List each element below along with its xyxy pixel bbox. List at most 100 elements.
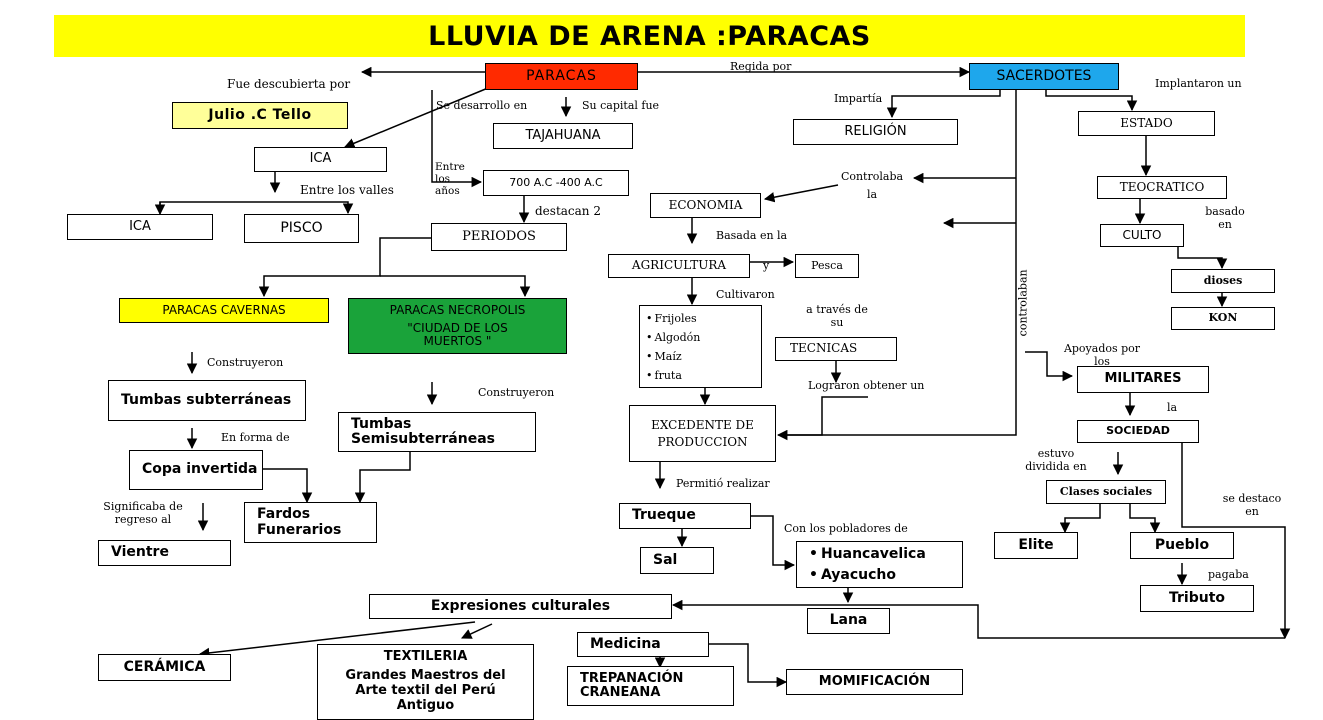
necropolis-line-2: "CIUDAD DE LOS MUERTOS " [407, 320, 508, 349]
cultivo-item: Maíz [646, 347, 700, 366]
node-dioses: dioses [1171, 269, 1275, 293]
label-capital: Su capital fue [582, 99, 660, 112]
cultivo-item: fruta [646, 366, 700, 385]
node-anos: 700 A.C -400 A.C [483, 170, 629, 196]
textileria-title: TEXTILERIA [383, 649, 468, 665]
node-tumbas-semi: Tumbas Semisubterráneas [338, 412, 536, 452]
edge-sac-controlaban [776, 89, 1017, 441]
label-controlaban: controlaban [1016, 269, 1030, 337]
edge-controlaba [763, 184, 839, 203]
edge-paracas-ica [344, 87, 489, 149]
label-la-sociedad: la [1167, 401, 1178, 414]
node-pisco: PISCO [244, 214, 359, 243]
edge-periodos-split [258, 237, 432, 298]
node-trepanacion: TREPANACIÓN CRANEANA [567, 666, 734, 706]
node-medicina: Medicina [577, 632, 709, 657]
node-economia: ECONOMIA [650, 193, 761, 218]
edge-soc-expresiones [1181, 442, 1291, 640]
label-controlaba: Controlaba la [840, 170, 904, 201]
label-basada-en: Basada en la [716, 229, 788, 242]
edge-culto-dioses [1177, 246, 1228, 270]
node-textileria: TEXTILERIA Grandes Maestros del Arte tex… [317, 644, 534, 720]
label-apoyados: Apoyados por los [1063, 342, 1141, 368]
node-ica-valley: ICA [67, 214, 213, 240]
poblador-item: Huancavelica [809, 544, 926, 565]
node-momificacion: MOMIFICACIÓN [786, 669, 963, 695]
node-pobladores: Huancavelica Ayacucho [796, 541, 963, 588]
label-con-pobladores: Con los pobladores de [784, 522, 908, 535]
pobladores-list: Huancavelica Ayacucho [797, 544, 926, 586]
textileria-body: Grandes Maestros del Arte textil del Per… [345, 668, 506, 713]
label-construyeron-2: Construyeron [478, 386, 555, 399]
node-teocratico: TEOCRATICO [1097, 176, 1227, 199]
label-fue-descubierta: Fue descubierta por [227, 77, 351, 91]
label-permitio: Permitió realizar [676, 477, 770, 490]
edge-sac-estado [1045, 89, 1138, 112]
label-entre-valles: Entre los valles [300, 183, 394, 197]
edge-ica-split [159, 201, 354, 215]
node-periodos: PERIODOS [431, 223, 567, 251]
node-fardos: Fardos Funerarios [244, 502, 377, 543]
edge-exp-ceramica [198, 621, 476, 659]
label-se-destaco: se destaco en [1222, 492, 1282, 518]
node-julio-tello: Julio .C Tello [172, 102, 348, 129]
diagram-title: LLUVIA DE ARENA :PARACAS [428, 20, 871, 52]
node-copa: Copa invertida [129, 450, 263, 490]
label-a-traves: a través de su [806, 303, 868, 329]
cultivo-item: Frijoles [646, 309, 700, 328]
edge-sac-religion [886, 89, 1001, 119]
edge-clases-pueblo [1129, 503, 1161, 534]
node-clases: Clases sociales [1046, 480, 1166, 504]
node-religion: RELIGIÓN [793, 119, 958, 145]
node-tajahuana: TAJAHUANA [493, 123, 633, 149]
node-expresiones: Expresiones culturales [369, 594, 672, 619]
edge-exp-textil [461, 623, 493, 639]
label-y: y [763, 259, 770, 272]
node-militares: MILITARES [1077, 366, 1209, 393]
node-pueblo: Pueblo [1130, 532, 1234, 559]
title-banner: LLUVIA DE ARENA :PARACAS [54, 15, 1245, 57]
label-entre-anos: Entre los años [435, 161, 465, 198]
label-lograron: Lograron obtener un [808, 379, 925, 392]
label-cultivaron: Cultivaron [716, 288, 775, 301]
edge-semi-fardos [354, 451, 411, 504]
edge-militares [1025, 351, 1074, 382]
necropolis-line-1: PARACAS NECROPOLIS [389, 302, 526, 317]
label-implantaron: Implantaron un [1155, 77, 1242, 90]
label-regida-por: Regida por [730, 60, 792, 73]
node-pesca: Pesca [795, 254, 859, 278]
node-culto: CULTO [1100, 224, 1184, 247]
label-significaba: Significaba de regreso al [103, 500, 183, 526]
edge-paracas-anos [431, 90, 483, 188]
label-impartia: Impartía [834, 92, 883, 105]
node-tecnicas: TECNICAS [775, 337, 897, 361]
node-estado: ESTADO [1078, 111, 1215, 136]
node-vientre: Vientre [98, 540, 231, 566]
label-destacan: destacan 2 [535, 204, 601, 218]
node-ceramica: CERÁMICA [98, 654, 231, 681]
node-paracas: PARACAS [485, 63, 638, 90]
node-lana: Lana [807, 608, 890, 634]
edge-to-expresiones [671, 599, 1285, 639]
node-cultivos: Frijoles Algodón Maíz fruta [639, 305, 762, 388]
node-excedente: EXCEDENTE DE PRODUCCION [629, 405, 776, 462]
edge-periodos-necro [380, 275, 531, 298]
edge-copa-fardos [262, 468, 313, 504]
edge-trueque-pobl [750, 515, 796, 571]
cultivos-list: Frijoles Algodón Maíz fruta [640, 309, 701, 385]
node-sociedad: SOCIEDAD [1077, 420, 1199, 443]
label-pagaba: pagaba [1208, 568, 1249, 581]
edge-med-momi [708, 643, 788, 688]
label-se-desarrollo: Se desarrollo en [436, 99, 528, 112]
edge-logro [780, 396, 868, 436]
node-agricultura: AGRICULTURA [608, 254, 750, 278]
cultivo-item: Algodón [646, 328, 701, 347]
node-elite: Elite [994, 532, 1078, 559]
node-cavernas: PARACAS CAVERNAS [119, 298, 329, 323]
node-tributo: Tributo [1140, 585, 1254, 612]
node-ica-top: ICA [254, 147, 387, 172]
node-trueque: Trueque [619, 503, 751, 529]
node-necropolis: PARACAS NECROPOLIS "CIUDAD DE LOS MUERTO… [348, 298, 567, 354]
node-tumbas-sub: Tumbas subterráneas [108, 380, 306, 421]
